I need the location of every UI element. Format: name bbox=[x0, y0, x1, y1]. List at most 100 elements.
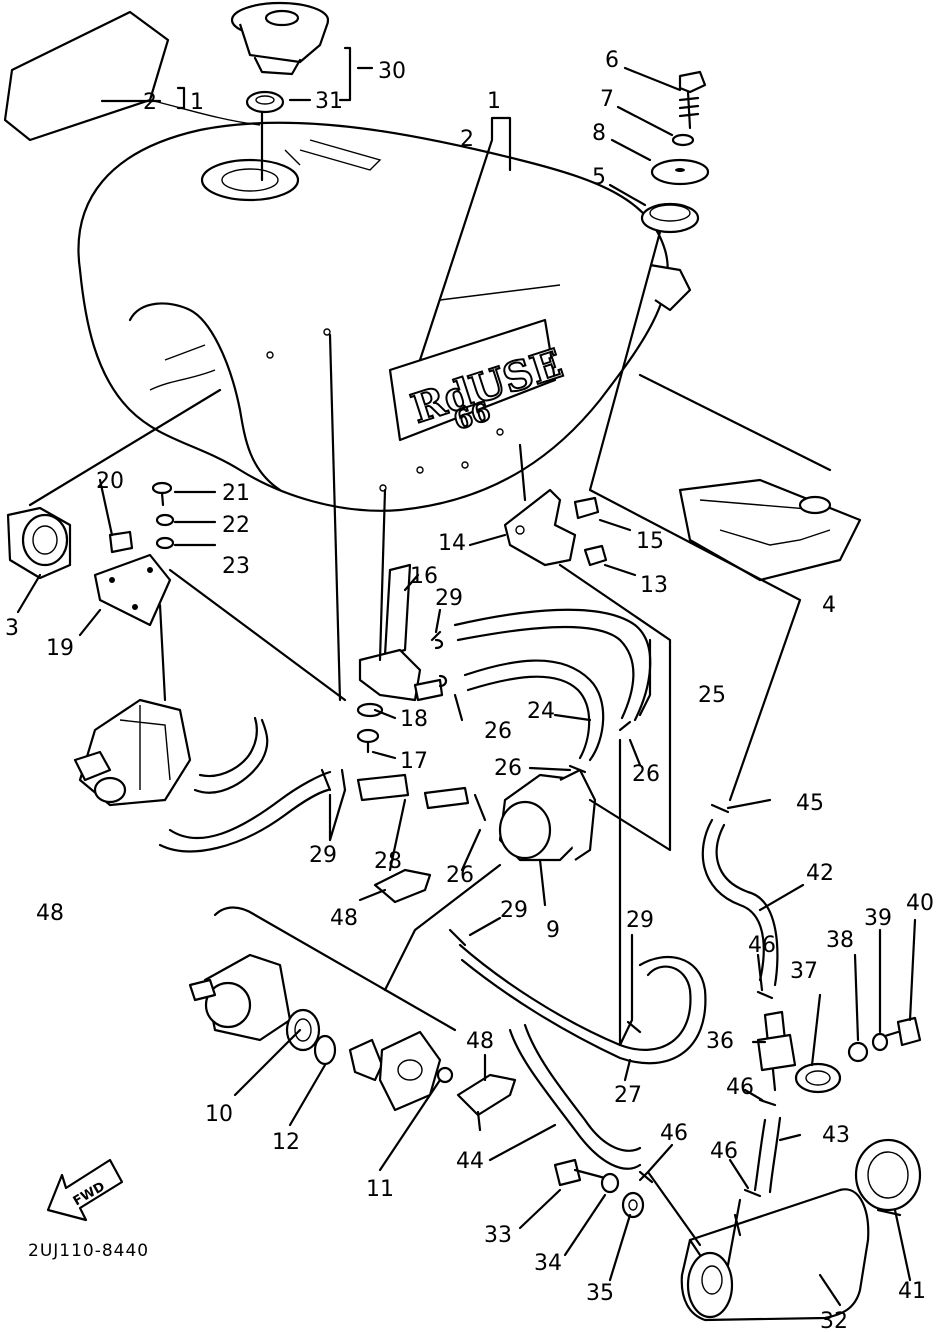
callout-6: 6 bbox=[605, 48, 619, 73]
callout-1a: 1 bbox=[190, 90, 204, 115]
drawing-code: 2UJ110-8440 bbox=[28, 1241, 149, 1261]
callout-23: 23 bbox=[222, 554, 250, 579]
damper-rubber bbox=[640, 202, 700, 234]
hose-clip-45 bbox=[710, 803, 730, 814]
pump-explode-frame bbox=[213, 906, 457, 1032]
canister-cover bbox=[854, 1138, 922, 1217]
pump-leader bbox=[383, 863, 502, 992]
callout-2a: 2 bbox=[143, 90, 157, 115]
tank-bracket bbox=[678, 478, 862, 582]
callout-31: 31 bbox=[315, 89, 343, 114]
callout-labels: 2 1 30 31 1 2 6 7 8 5 20 21 22 23 3 19 1… bbox=[5, 48, 934, 1332]
fuel-cap bbox=[230, 1, 330, 76]
lock-washer bbox=[671, 133, 695, 147]
o-ring-12 bbox=[313, 1034, 337, 1066]
callout-13: 13 bbox=[640, 573, 668, 598]
callout-9: 9 bbox=[546, 918, 560, 943]
callout-24: 24 bbox=[527, 699, 555, 724]
callout-30: 30 bbox=[378, 59, 406, 84]
carburetor bbox=[73, 698, 192, 807]
callout-10: 10 bbox=[205, 1102, 233, 1127]
mount-plate bbox=[93, 553, 172, 627]
callout-25: 25 bbox=[698, 683, 726, 708]
hose-clip-26b bbox=[568, 764, 587, 774]
breather-hose-44 bbox=[508, 1023, 642, 1170]
fuel-hose-24 bbox=[463, 659, 605, 762]
callout-8: 8 bbox=[592, 121, 606, 146]
hose-clip-26d bbox=[473, 793, 487, 822]
hose-clip-26a bbox=[438, 674, 448, 688]
hose-clip-29a bbox=[430, 630, 444, 650]
hose-clip-46c bbox=[743, 1188, 762, 1198]
callout-4: 4 bbox=[822, 593, 836, 618]
o-ring-18 bbox=[356, 702, 384, 718]
callout-1b: 1 bbox=[487, 89, 501, 114]
hose-43 bbox=[753, 1116, 782, 1194]
bolt-15 bbox=[573, 496, 600, 520]
pump-body bbox=[188, 953, 292, 1042]
callout-18: 18 bbox=[400, 707, 428, 732]
callout-48c: 48 bbox=[466, 1029, 494, 1054]
callout-46a: 46 bbox=[748, 933, 776, 958]
diaphragm bbox=[285, 1008, 321, 1052]
callout-48a: 48 bbox=[36, 901, 64, 926]
pump-bracket bbox=[503, 488, 577, 567]
fuel-pump bbox=[498, 768, 597, 862]
callout-46d: 46 bbox=[710, 1139, 738, 1164]
hose-clip-46d bbox=[638, 1170, 654, 1184]
callout-37: 37 bbox=[790, 959, 818, 984]
hose-clip-29c bbox=[448, 928, 467, 947]
collar-34 bbox=[600, 1172, 620, 1194]
screw-20 bbox=[108, 530, 134, 554]
callout-29d: 29 bbox=[626, 908, 654, 933]
check-valve bbox=[756, 1010, 797, 1092]
valve-plate bbox=[348, 1038, 384, 1082]
callout-40: 40 bbox=[906, 891, 934, 916]
screw-11 bbox=[436, 1066, 454, 1084]
damper-35 bbox=[621, 1191, 645, 1219]
callout-46b: 46 bbox=[726, 1075, 754, 1100]
hose-clip-46a bbox=[756, 990, 774, 1000]
callout-26b: 26 bbox=[494, 756, 522, 781]
mount-bolt bbox=[678, 70, 707, 130]
fuel-hose-27 bbox=[458, 943, 707, 1065]
callout-33: 33 bbox=[484, 1223, 512, 1248]
washer-38 bbox=[847, 1041, 869, 1063]
callout-11: 11 bbox=[366, 1177, 394, 1202]
callout-12: 12 bbox=[272, 1130, 300, 1155]
callout-29a: 29 bbox=[435, 586, 463, 611]
pump-cover bbox=[378, 1030, 442, 1112]
hose-clip-29b bbox=[320, 768, 347, 792]
callout-15: 15 bbox=[636, 529, 664, 554]
hose-42 bbox=[701, 818, 779, 987]
callout-44: 44 bbox=[456, 1149, 484, 1174]
washer-22 bbox=[155, 513, 175, 527]
callout-19: 19 bbox=[46, 636, 74, 661]
callout-34: 34 bbox=[534, 1251, 562, 1276]
charcoal-canister bbox=[680, 1188, 870, 1322]
fuel-hose-25 bbox=[453, 608, 652, 722]
callout-14: 14 bbox=[438, 531, 466, 556]
callout-29b: 29 bbox=[309, 843, 337, 868]
side-damper bbox=[6, 506, 72, 580]
fuel-cock bbox=[358, 563, 444, 702]
callout-16: 16 bbox=[410, 564, 438, 589]
drain-screw-17 bbox=[356, 728, 380, 754]
callout-26c: 26 bbox=[632, 762, 660, 787]
callout-35: 35 bbox=[586, 1281, 614, 1306]
callout-2b: 2 bbox=[460, 127, 474, 152]
washer-23 bbox=[155, 536, 175, 550]
fuel-tank bbox=[77, 99, 692, 512]
callout-20: 20 bbox=[96, 469, 124, 494]
callout-45: 45 bbox=[796, 791, 824, 816]
washer-39 bbox=[871, 1032, 889, 1052]
cap-gasket bbox=[245, 90, 285, 114]
callout-28: 28 bbox=[374, 849, 402, 874]
callout-48b: 48 bbox=[330, 906, 358, 931]
leader-lines bbox=[16, 46, 917, 1307]
callout-21: 21 bbox=[222, 481, 250, 506]
callout-46c: 46 bbox=[660, 1121, 688, 1146]
hose-clip-26c bbox=[618, 720, 632, 732]
